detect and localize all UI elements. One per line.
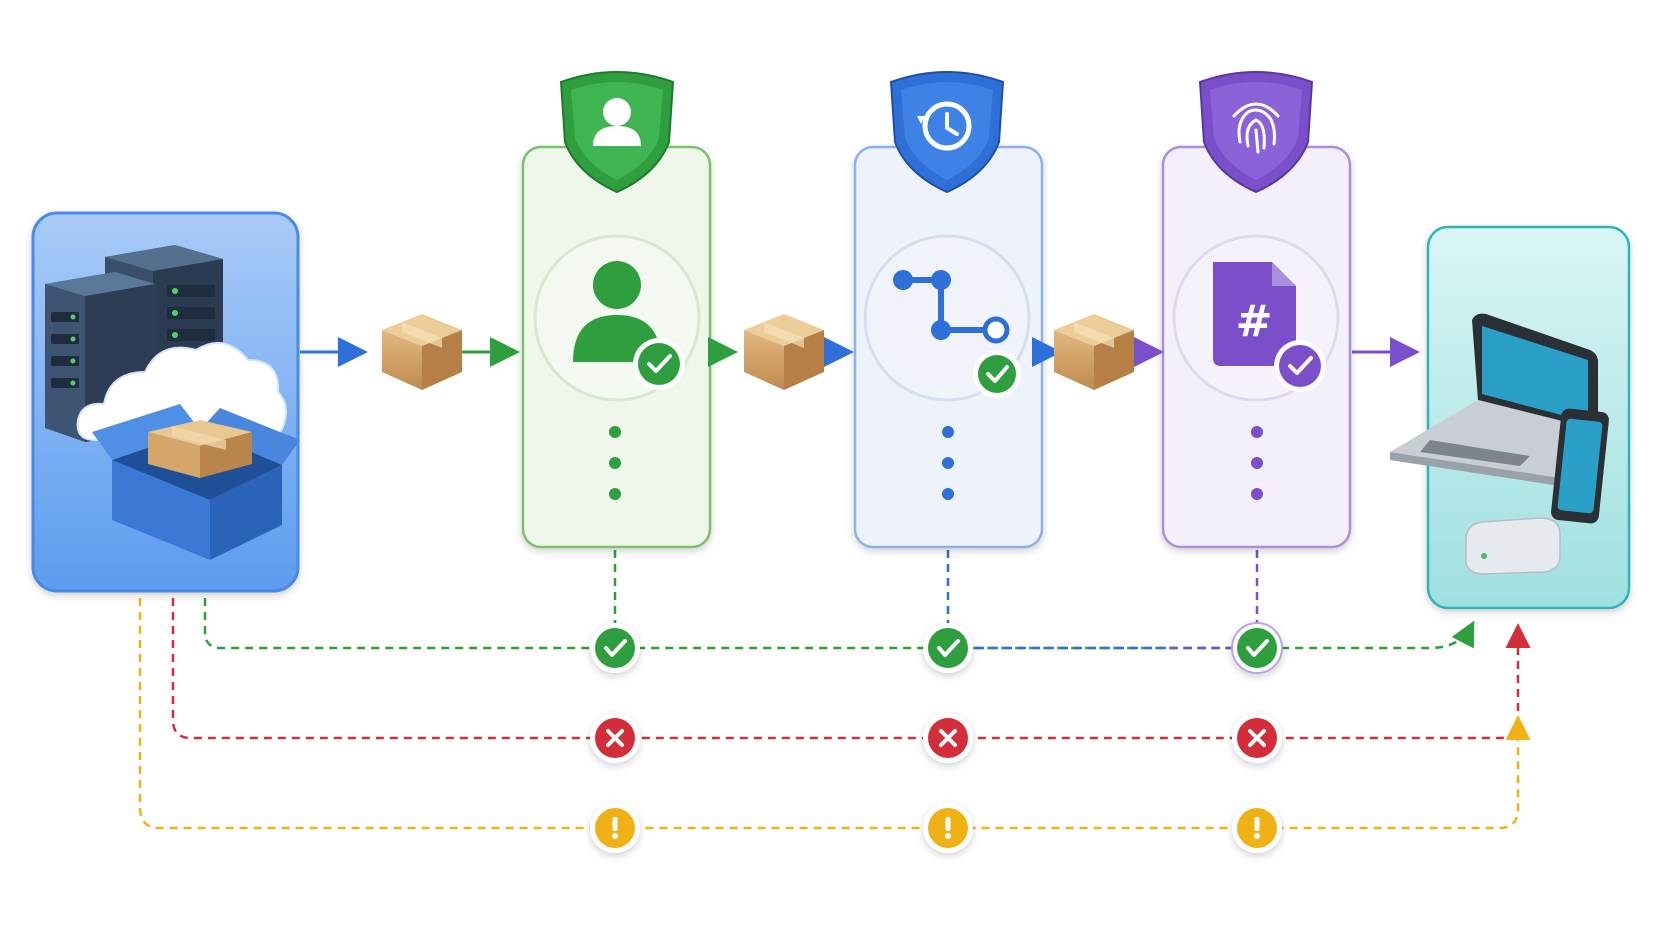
fail-badges <box>590 713 1282 763</box>
source-card <box>31 211 300 593</box>
warn-lane-path <box>138 598 1531 830</box>
stage-card-integrity: # <box>1161 71 1352 549</box>
more-dots <box>609 426 621 500</box>
fingerprint-icon <box>1198 71 1314 194</box>
pass-badge <box>923 623 973 673</box>
warn-badges <box>590 803 1282 853</box>
warn-badge <box>923 803 973 853</box>
package-icon <box>382 314 462 390</box>
warn-badge <box>1232 803 1282 853</box>
fail-lane-path <box>171 598 1531 740</box>
more-dots <box>1251 426 1263 500</box>
pass-lane-path <box>203 598 1475 650</box>
check-badge <box>973 350 1021 398</box>
pass-badges <box>590 622 1283 674</box>
hash-symbol: # <box>1236 296 1273 347</box>
pass-badge <box>1231 622 1283 674</box>
more-dots <box>942 426 954 500</box>
package-icon <box>148 420 252 478</box>
router-icon <box>1465 517 1561 575</box>
outcome-lanes <box>138 550 1531 853</box>
phone-icon <box>1551 408 1609 524</box>
warn-badge <box>590 803 640 853</box>
package-icon <box>1054 314 1134 390</box>
destination-card <box>1390 225 1631 610</box>
branch-graph-icon <box>893 270 1010 344</box>
fail-badge <box>1232 713 1282 763</box>
main-flow <box>300 314 1420 390</box>
fail-badge <box>590 713 640 763</box>
user-check-icon <box>573 261 685 390</box>
fail-badge <box>923 713 973 763</box>
pass-badge <box>590 623 640 673</box>
laptop-icon <box>1390 313 1598 486</box>
stage-card-identity <box>521 71 712 549</box>
history-icon <box>889 71 1005 194</box>
hash-document-icon: # <box>1213 262 1326 392</box>
package-icon <box>744 314 824 390</box>
stage-card-history <box>853 71 1044 549</box>
user-icon <box>559 71 675 194</box>
